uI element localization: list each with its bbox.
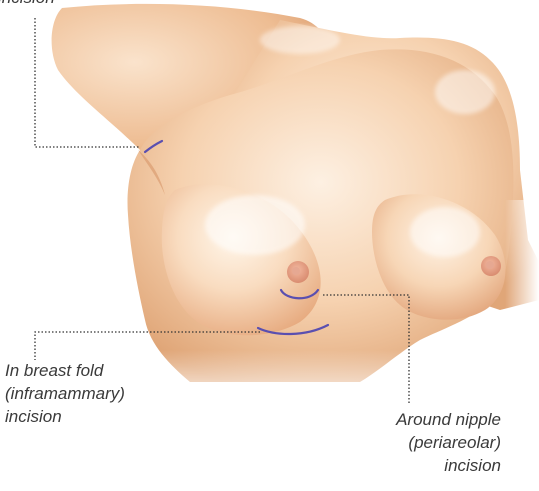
fold-label-line3: incision (5, 405, 125, 428)
nipple-label-line2: (periareolar) (341, 431, 501, 454)
fold-label-line1: In breast fold (5, 359, 125, 382)
fold-label-line2: (inframammary) (5, 382, 125, 405)
periareolar-incision-label: Around nipple (periareolar) incision (341, 408, 501, 477)
inframammary-incision-label: In breast fold (inframammary) incision (5, 359, 125, 428)
left-nipple (292, 267, 300, 275)
nipple-label-line1: Around nipple (341, 408, 501, 431)
underarm-label-line1: incision (0, 0, 55, 9)
nipple-label-line3: incision (341, 454, 501, 477)
underarm-incision-label: incision (0, 0, 55, 9)
right-nipple (486, 261, 494, 269)
